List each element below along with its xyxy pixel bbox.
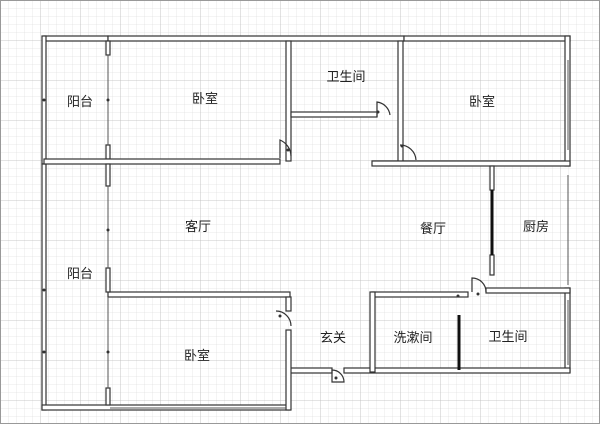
label-bedroom-bottom: 卧室: [184, 348, 210, 364]
label-kitchen: 厨房: [523, 219, 549, 235]
sliding-doors: [457, 190, 494, 370]
wall-top-left: [43, 35, 109, 42]
marker-dot: [106, 350, 110, 354]
wall-balcony-divider-bottom-lower: [105, 387, 111, 406]
wall-bedroom-top-right-bottom: [371, 160, 571, 167]
wall-balcony-divider-bottom-mid: [105, 267, 111, 293]
label-balcony-bottom: 阳台: [67, 267, 93, 282]
door-bathroom-bottom[interactable]: [471, 277, 487, 293]
label-balcony-top: 阳台: [67, 95, 93, 110]
label-dining-room: 餐厅: [420, 221, 446, 237]
door-bedroom-top-left[interactable]: [279, 139, 292, 158]
wall-bathroom-bottom: [290, 111, 378, 118]
wall-bathroom-left: [285, 40, 292, 162]
label-living-room: 客厅: [185, 219, 211, 235]
wall-balcony-divider-bottom: [105, 163, 111, 187]
label-bathroom-bottom: 卫生间: [488, 330, 527, 345]
wall-bathroom-right: [397, 40, 404, 162]
label-bedroom-top-left: 卧室: [192, 91, 218, 107]
marker-dot: [42, 350, 46, 354]
wall-bedroom-bottom-right: [285, 296, 292, 312]
door-entrance[interactable]: [331, 369, 345, 383]
windows: [107, 55, 569, 409]
wall-bottom-right: [343, 367, 571, 374]
marker-dot: [278, 314, 282, 318]
wall-kitchen-left: [489, 165, 495, 191]
marker-dot: [400, 144, 404, 148]
label-bedroom-top-right: 卧室: [469, 94, 495, 110]
marker-dot: [42, 288, 46, 292]
markers: [42, 98, 480, 380]
wall-bedroom-bottom-right-lower: [285, 329, 292, 411]
wall-balcony-divider-top-lower: [105, 144, 111, 160]
label-bathroom-top: 卫生间: [326, 70, 365, 85]
label-laundry-room: 洗漱间: [393, 331, 432, 346]
wall-laundry-left: [369, 291, 376, 373]
marker-dot: [42, 98, 46, 102]
marker-dot: [106, 98, 110, 102]
marker-dot: [106, 228, 110, 232]
marker-dot: [286, 148, 290, 152]
wall-bedroom-top-bottom: [43, 158, 281, 165]
wall-top-mid: [107, 35, 405, 42]
laundry-sliding-door[interactable]: [457, 315, 461, 370]
label-entrance: 玄关: [320, 331, 346, 346]
wall-laundry-top: [371, 291, 469, 298]
wall-left-lower: [41, 163, 47, 411]
marker-dot: [334, 376, 338, 380]
wall-top-right: [403, 35, 571, 42]
kitchen-sliding-door[interactable]: [490, 190, 494, 255]
door-bedroom-bottom[interactable]: [275, 310, 292, 327]
room-labels: 阳台 卧室 卫生间 卧室 客厅 餐厅 厨房 阳台 卧室 玄关 洗漱间 卫生间: [67, 70, 549, 364]
wall-kitchen-left-lower: [489, 254, 495, 276]
door-swings: [275, 101, 487, 383]
wall-bottom-entrance: [287, 367, 333, 374]
wall-kitchen-bottom: [485, 287, 571, 294]
door-bathroom-top[interactable]: [376, 101, 391, 117]
wall-bedroom-bottom-top: [107, 291, 291, 298]
marker-dot: [456, 294, 460, 298]
marker-dot: [476, 292, 480, 296]
marker-dot: [376, 110, 380, 114]
wall-balcony-divider-top: [105, 40, 111, 56]
